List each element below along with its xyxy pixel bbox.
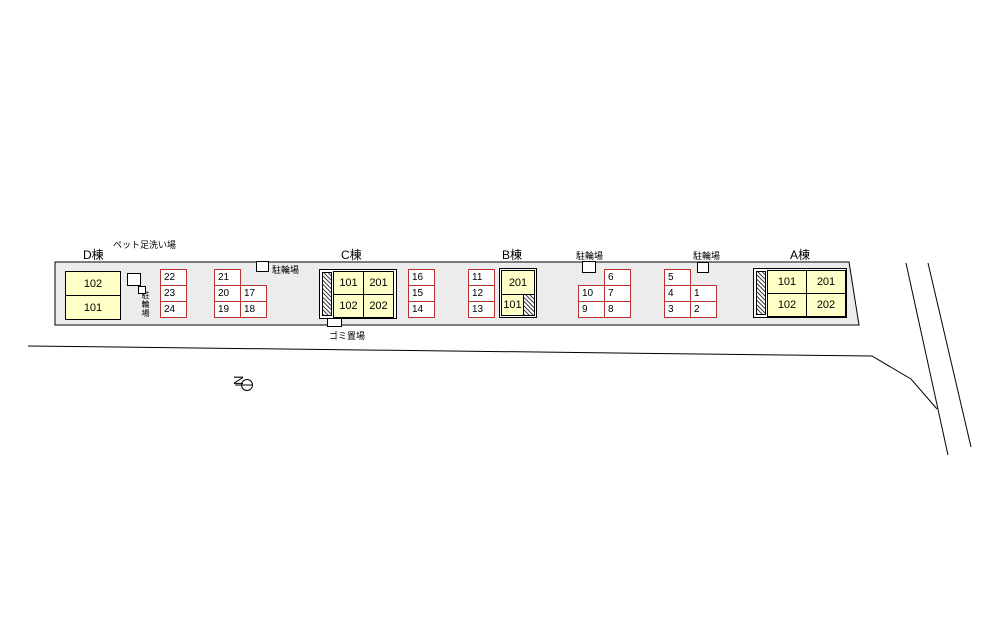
road-line-right-outer [927, 262, 972, 448]
parking-space-22: 22 [160, 269, 187, 286]
bike-parking-label-a: 駐輪場 [693, 251, 721, 261]
bike-parking-label-b: 駐輪場 [576, 251, 604, 261]
room-a-202: 202 [806, 293, 846, 317]
parking-space-21: 21 [214, 269, 241, 286]
parking-space-4: 4 [664, 285, 691, 302]
parking-space-11: 11 [468, 269, 495, 286]
building-b-label: B棟 [502, 248, 523, 262]
bike-parking-icon-b [582, 261, 596, 273]
parking-space-6: 6 [604, 269, 631, 286]
room-d-101: 101 [65, 295, 121, 320]
parking-space-8: 8 [604, 301, 631, 318]
building-a-label: A棟 [790, 248, 811, 262]
building-d-label: D棟 [83, 248, 104, 262]
pet-wash-label: ペット足洗い場 [113, 240, 177, 250]
bike-parking-label-d: 駐輪場 [141, 291, 150, 318]
parking-space-23: 23 [160, 285, 187, 302]
road-line-bottom [27, 345, 938, 410]
parking-space-1: 1 [690, 285, 717, 302]
building-c-label: C棟 [341, 248, 362, 262]
bike-parking-icon-a [697, 262, 709, 273]
parking-space-20: 20 [214, 285, 241, 302]
parking-space-18: 18 [240, 301, 267, 318]
pet-wash-station-small [138, 286, 146, 294]
room-a-201: 201 [806, 270, 846, 294]
room-d-102: 102 [65, 271, 121, 296]
parking-space-17: 17 [240, 285, 267, 302]
room-a-102: 102 [767, 293, 807, 317]
parking-space-14: 14 [408, 301, 435, 318]
bike-parking-icon-c [256, 261, 269, 272]
road-line-right-inner [905, 262, 949, 456]
parking-space-13: 13 [468, 301, 495, 318]
parking-space-10: 10 [578, 285, 605, 302]
parking-space-3: 3 [664, 301, 691, 318]
parking-space-5: 5 [664, 269, 691, 286]
bike-parking-label-c: 駐輪場 [272, 265, 300, 275]
room-b-201: 201 [501, 270, 535, 295]
garbage-label: ゴミ置場 [329, 331, 366, 341]
north-label: N [231, 376, 246, 385]
room-c-101: 101 [333, 271, 364, 295]
parking-space-16: 16 [408, 269, 435, 286]
room-c-201: 201 [363, 271, 394, 295]
parking-space-19: 19 [214, 301, 241, 318]
parking-space-2: 2 [690, 301, 717, 318]
room-b-101: 101 [501, 294, 524, 316]
building-c-stairs [322, 272, 332, 316]
north-arrow: N [231, 376, 253, 391]
parking-space-15: 15 [408, 285, 435, 302]
pet-wash-station [127, 273, 141, 286]
room-c-102: 102 [333, 294, 364, 318]
building-b-stairs [523, 294, 535, 316]
parking-space-24: 24 [160, 301, 187, 318]
parking-space-7: 7 [604, 285, 631, 302]
room-a-101: 101 [767, 270, 807, 294]
room-c-202: 202 [363, 294, 394, 318]
parking-space-12: 12 [468, 285, 495, 302]
parking-space-9: 9 [578, 301, 605, 318]
north-arrow-circle [241, 379, 253, 391]
building-a-stairs [756, 271, 766, 315]
